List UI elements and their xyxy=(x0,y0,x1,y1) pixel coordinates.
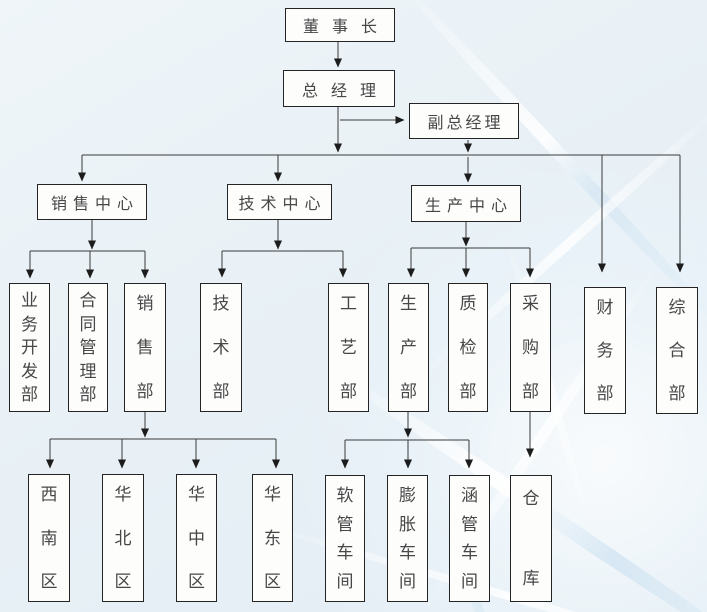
node-general-manager: 总经理 xyxy=(283,70,395,107)
node-chairman: 董事长 xyxy=(285,8,395,42)
node-production-dept: 生产部 xyxy=(388,283,429,412)
node-finance-dept: 财务部 xyxy=(584,287,626,414)
node-technology-dept: 技术部 xyxy=(200,283,242,412)
node-sales-dept: 销售部 xyxy=(124,283,166,412)
node-east-china-region: 华东区 xyxy=(252,474,293,602)
node-sales-center: 销售中心 xyxy=(37,184,147,220)
node-business-development-dept: 业务开发部 xyxy=(9,283,50,412)
node-purchasing-dept: 采购部 xyxy=(510,283,551,412)
node-hose-workshop: 软管车间 xyxy=(325,475,365,602)
node-warehouse: 仓库 xyxy=(510,475,552,602)
node-deputy-general-manager: 副总经理 xyxy=(409,103,519,139)
node-quality-inspection-dept: 质检部 xyxy=(448,283,488,412)
node-general-affairs-dept: 综合部 xyxy=(656,287,698,414)
node-production-center: 生产中心 xyxy=(411,185,521,222)
node-contract-management-dept: 合同管理部 xyxy=(68,283,108,412)
node-central-china-region: 华中区 xyxy=(176,474,217,602)
node-expansion-workshop: 膨胀车间 xyxy=(387,475,428,602)
node-culvert-pipe-workshop: 涵管车间 xyxy=(449,475,490,602)
node-north-china-region: 华北区 xyxy=(102,474,144,602)
node-tech-center: 技术中心 xyxy=(227,184,332,220)
node-process-dept: 工艺部 xyxy=(328,283,369,412)
node-southwest-region: 西南区 xyxy=(28,474,70,602)
